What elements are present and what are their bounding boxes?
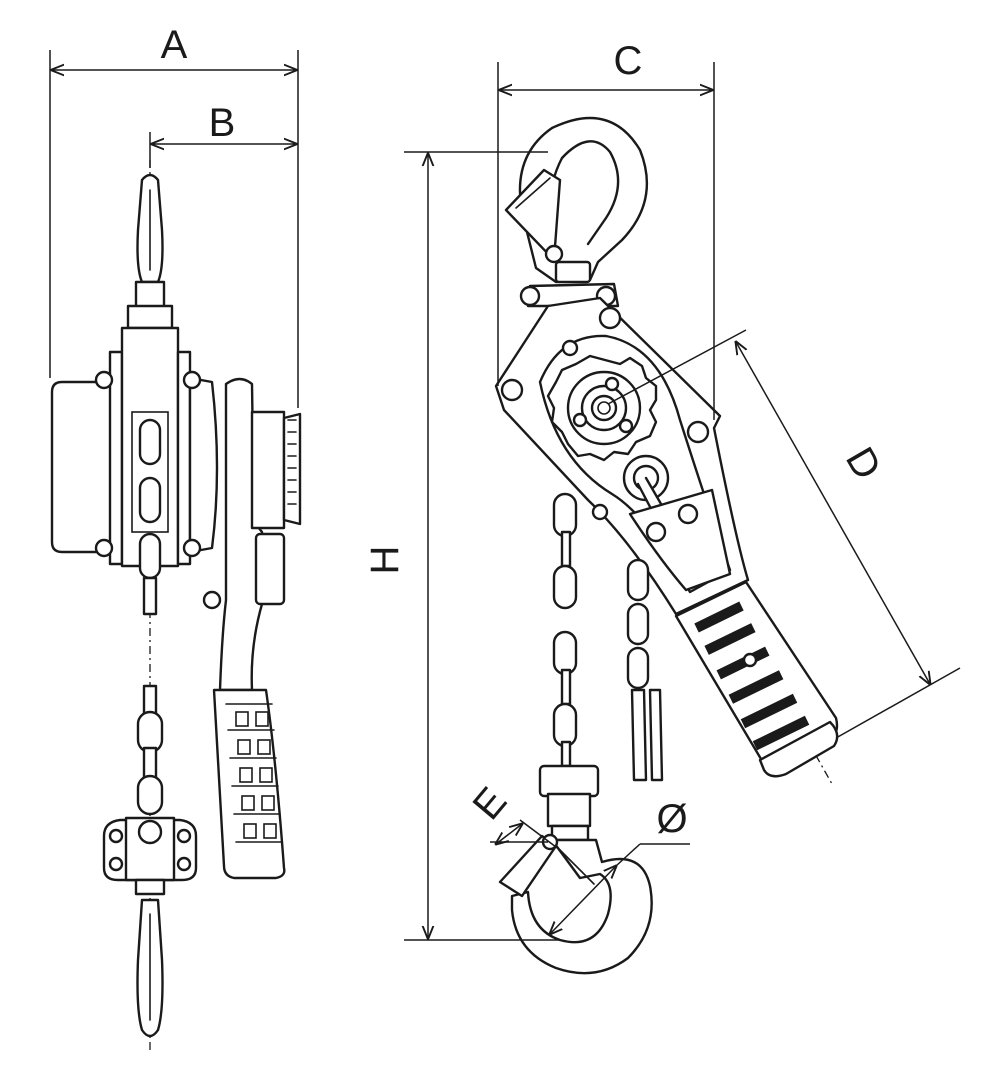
label-c: C [614,39,643,83]
front-ratchet-gear [546,354,658,462]
label-d: D [837,440,890,487]
side-top-hook [126,173,174,330]
label-h: H [363,546,407,575]
label-e: E [465,779,516,828]
label-b: B [209,101,236,145]
front-view: C H D E Ø [363,39,961,975]
dimension-c: C [497,39,715,420]
front-top-hook [504,116,649,284]
side-lever [202,377,302,880]
front-bottom-hook [498,764,653,975]
side-view: A B [49,23,302,1050]
label-a: A [161,23,188,67]
dimension-h: H [363,151,560,941]
dimension-b: B [149,101,296,168]
side-housing [50,326,219,616]
front-handle-grip [674,580,839,778]
front-release-knob [622,454,732,592]
side-bottom-hook [102,816,198,1038]
front-load-chain [552,492,578,768]
dimension-diameter: Ø [550,797,690,934]
label-diameter: Ø [656,797,687,841]
side-lower-chain [136,684,164,816]
dimension-a: A [49,23,299,408]
front-slack-chain [626,558,664,782]
